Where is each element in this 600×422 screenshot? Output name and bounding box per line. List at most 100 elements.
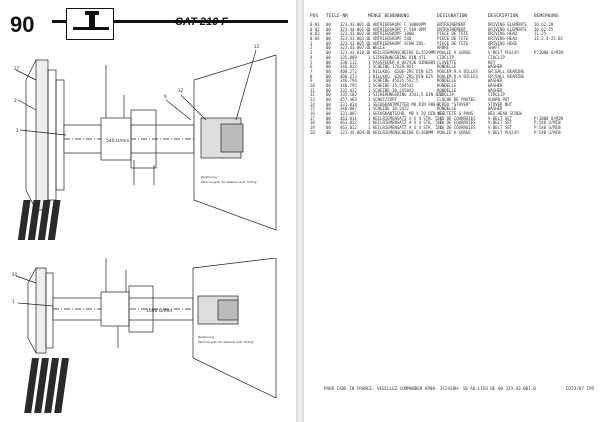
cell-de: 1 KEILRIEMENSATZ A X 4 STK. 5 D	[368, 115, 443, 121]
cell-en: GR.BALL BEARING	[488, 73, 525, 79]
cell-part: 323.43.005.0	[340, 40, 369, 46]
cell-qty: 00	[326, 40, 331, 46]
cell-qty: 00	[326, 73, 331, 79]
header-rule	[52, 20, 288, 23]
cell-de: 1 ANTRIEBSKOPF F.540 UPM	[368, 26, 426, 32]
cell-part: 323.44.001.0	[340, 26, 369, 32]
cell-qty: 00	[326, 106, 331, 112]
cell-part: 323.43.003.0	[340, 36, 369, 42]
cell-pos: 7	[310, 68, 313, 74]
cell-rem: P:1000 U/MIN	[534, 50, 563, 56]
cell-rem: P:540 U/MIN	[534, 125, 561, 131]
cell-qty: 00	[326, 68, 331, 74]
top-speed-label: 540 U/min	[106, 138, 129, 144]
cell-en: V-BELT SET	[488, 115, 513, 121]
cell-qty: 00	[326, 26, 331, 32]
cell-de: 1 KEILRIEMENSCHEIBE D=1520MM	[368, 50, 436, 56]
model-title: CAT 210 F	[175, 16, 228, 28]
cell-qty: 00	[326, 101, 331, 107]
cell-pos: 17	[310, 115, 315, 121]
cell-pos: 2	[310, 45, 313, 51]
cell-pos: 16	[310, 111, 315, 117]
cell-de: 1 KEILRIEMENSATZ A X 4 STK. 5 D	[368, 125, 443, 131]
cell-en: WASHER	[488, 87, 503, 93]
cell-fr: ECROU "STOVER"	[437, 101, 471, 107]
pulley-disc	[35, 267, 47, 354]
cell-de: 1 KEILRIEMENSCHEIBE D=160MM	[368, 129, 434, 135]
cell-fr: RONDELLE	[437, 82, 457, 88]
cell-qty: 00	[326, 22, 331, 27]
pulley-disc	[35, 59, 49, 211]
cell-de: 1 SECHSKANTSCHR. M8 X 20 DIN 933	[368, 111, 446, 117]
cell-part: 323.43.002.0	[340, 31, 369, 37]
cell-part: 346.795	[340, 82, 357, 88]
svg-text:13: 13	[254, 44, 260, 49]
cell-rem: 10.62.28	[534, 22, 554, 27]
cell-part: 332.432	[340, 87, 357, 93]
cell-part: 346.087	[340, 106, 357, 112]
cell-fr: JEU DE COURROIES	[437, 125, 476, 131]
cell-pos: 3	[310, 50, 313, 56]
cell-de: 1 SCHEIBE 30,2X50X2	[368, 87, 414, 93]
cell-qty: 00	[326, 36, 331, 42]
cell-qty: 00	[326, 59, 331, 65]
header-symbol-box	[66, 8, 114, 40]
cell-pos: 0.03	[310, 31, 320, 37]
cell-part: 463.012	[340, 120, 357, 126]
right-page: POS TEILE-NR MENGE BENENNUNG DESIGNATION…	[304, 0, 600, 422]
cell-de: 1 PASSFEDER A 8X7X36 DIN6885	[368, 59, 436, 65]
cell-part: 408.272	[340, 68, 357, 74]
cell-en: V-BELT PULLEY	[488, 50, 520, 56]
cell-en: DRIVING HEAD	[488, 36, 517, 42]
cell-de: 1 RILLKUG. 6206-2RS DIN 625	[368, 68, 434, 74]
header-french: DESIGNATION	[437, 14, 468, 19]
footer-code: D223/87 IPR	[566, 386, 594, 391]
cell-de: 1 SCHEIBE 10,5X22	[368, 106, 409, 112]
cell-fr: PIECE DE TETE	[437, 36, 469, 42]
cell-rem: P:540 U/MIN	[534, 129, 561, 135]
cell-pos: 19	[310, 125, 315, 131]
cell-en: CIRCLIP	[488, 54, 505, 60]
header-part-no: TEILE-NR	[326, 14, 348, 19]
cell-fr: ENTRAINEMENT	[437, 26, 466, 32]
cell-fr: PIECE DE TETE	[437, 31, 469, 37]
cell-de: 1 SCHEIBE 17X28,0X1	[368, 64, 414, 70]
cell-de: 1 SCHUTZTOPF	[368, 97, 397, 102]
cell-pos: 11	[310, 87, 315, 93]
cell-pos: 8	[310, 73, 313, 79]
cell-pos: 12	[310, 92, 315, 98]
cell-qty: 00	[326, 31, 331, 37]
cell-de: 1 RILLKUG. 6207 2RS DIN 625	[368, 73, 434, 79]
cell-part: 457.463	[340, 97, 357, 102]
cell-part: 331.007	[340, 111, 357, 117]
cell-en: GUARD POT	[488, 97, 510, 102]
cell-fr: POULIE A GORGE	[437, 50, 471, 56]
cell-fr: JEU DE COURROIES	[437, 120, 476, 126]
cell-en: HEX HEAD SCREW	[488, 111, 522, 117]
cell-fr: RONDELLE	[437, 106, 457, 112]
top-note-line-1: Zeichnung	[201, 175, 217, 179]
cell-fr: VIS TETE 6 PANS	[437, 111, 474, 117]
header-pos: POS	[310, 14, 319, 19]
cell-part: 408.273	[340, 73, 357, 79]
cell-pos: 0.02	[310, 26, 320, 32]
cell-en: DRIVING ELEMENTS	[488, 22, 527, 27]
cell-part: 331.014	[340, 101, 357, 107]
cell-fr: POULIE A GORGE	[437, 129, 471, 135]
cell-fr: CLOCHE DE PROTEC.	[437, 97, 478, 102]
header-german: MENGE BENENNUNG	[368, 14, 410, 19]
cell-pos: 20	[310, 129, 315, 135]
cell-de: 1 KEILRIEMENSATZ A X 4 STK. 5 D	[368, 120, 443, 126]
